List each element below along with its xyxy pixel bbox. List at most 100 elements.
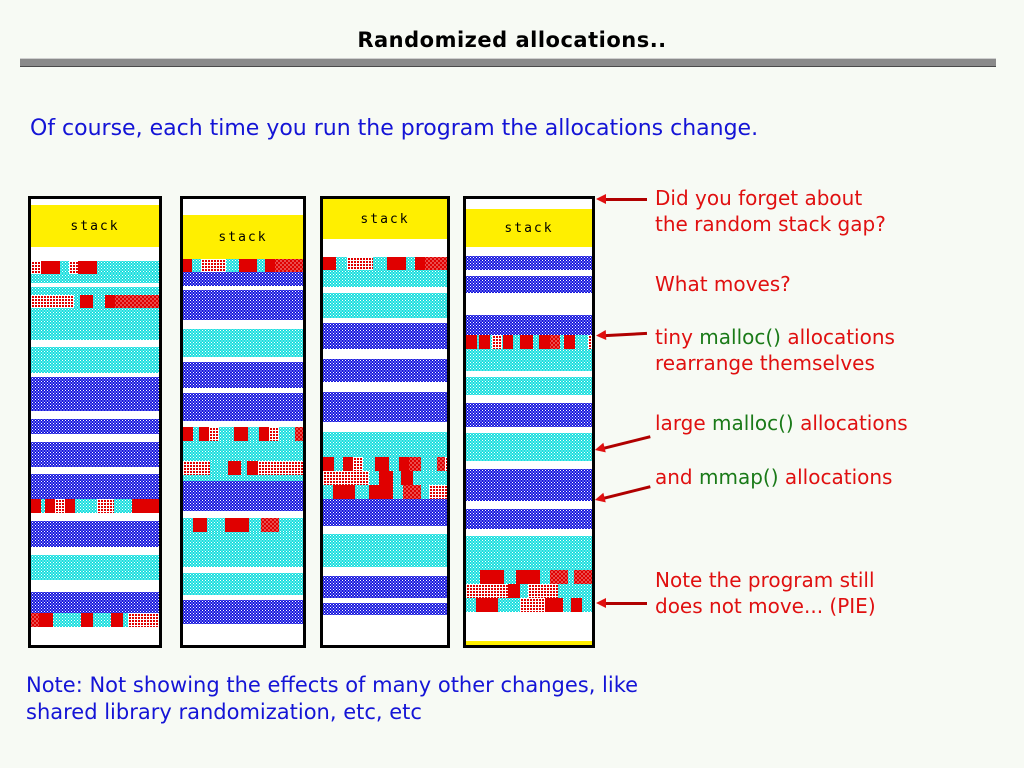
memory-band-white: [323, 598, 447, 603]
allocation-chunk: [69, 261, 78, 274]
memory-band-cyan: [466, 377, 592, 395]
allocation-chunk: [183, 461, 210, 475]
allocation-chunk: [45, 499, 55, 513]
allocation-chunk: [529, 598, 545, 612]
annotation-tiny-malloc-post: allocations: [780, 325, 895, 349]
allocation-chunk: [78, 261, 87, 274]
memory-band-white: [31, 247, 159, 261]
memory-band-white: [31, 547, 159, 555]
allocation-chunk: [379, 471, 393, 485]
allocation-chunk: [415, 257, 425, 270]
memory-band-white: [323, 422, 447, 432]
memory-band-chunkrow: [323, 257, 447, 270]
allocation-chunk: [323, 457, 334, 471]
memory-band-white: [31, 373, 159, 377]
memory-band-blue: [466, 509, 592, 529]
memory-band-cyan: [466, 433, 592, 461]
memory-band-white: [323, 239, 447, 257]
allocation-chunk: [375, 457, 389, 471]
memory-band-white: [31, 580, 159, 592]
annotation-tiny-malloc-fn: malloc(): [699, 325, 781, 349]
annotation-stack-gap-line2: the random stack gap?: [655, 211, 886, 236]
memory-band-white: [466, 529, 592, 536]
memory-band-cyan: [183, 475, 303, 481]
allocation-chunk: [261, 518, 279, 532]
allocation-chunk: [225, 518, 249, 532]
allocation-chunk: [425, 257, 447, 270]
memory-band-cyan: [183, 573, 303, 595]
memory-band-blue: [323, 603, 447, 615]
annotation-pie-note-line1: Note the program still: [655, 568, 875, 592]
allocation-chunk: [356, 257, 373, 270]
memory-band-blue: [466, 469, 592, 501]
memory-band-white: [466, 461, 592, 469]
memory-band-blue: [183, 600, 303, 624]
memory-band-stack: stack: [323, 199, 447, 239]
memory-band-white: [31, 411, 159, 419]
annotation-what-moves: What moves?: [655, 272, 791, 298]
memory-band-white: [323, 349, 447, 359]
memory-band-white: [183, 511, 303, 518]
memory-band-chunkrow: [183, 259, 303, 272]
allocation-chunk: [333, 485, 355, 499]
annotation-pie-note: Note the program still does not move... …: [655, 568, 876, 619]
annotation-large-malloc-fn: malloc(): [712, 411, 794, 435]
memory-band-chunkrow: [323, 457, 447, 471]
annotation-stack-gap: Did you forget about the random stack ga…: [655, 186, 886, 237]
memory-band-cyan: [31, 555, 159, 580]
memory-band-white: [466, 247, 592, 256]
memory-band-white: [466, 293, 592, 315]
arrow-tiny-malloc: [604, 331, 648, 338]
memory-band-blue: [183, 272, 303, 286]
allocation-chunk: [201, 259, 210, 272]
annotation-large-malloc: large malloc() allocations: [655, 411, 908, 437]
allocation-chunk: [409, 457, 421, 471]
allocation-chunk: [387, 257, 406, 270]
memory-band-cyan: [323, 270, 447, 287]
memory-column-run-4: stackprogram: [463, 196, 595, 648]
allocation-chunk: [466, 584, 508, 598]
memory-band-blue: [183, 393, 303, 421]
memory-band-cyan: [323, 534, 447, 567]
annotation-large-malloc-post: allocations: [793, 411, 908, 435]
allocation-chunk: [445, 457, 447, 471]
allocation-chunk: [429, 485, 447, 499]
allocation-chunk: [183, 427, 193, 441]
allocation-chunk: [259, 427, 269, 441]
memory-band-cyan: [183, 329, 303, 357]
memory-band-cyan: [31, 287, 159, 295]
allocation-chunk: [144, 499, 154, 513]
allocation-chunk: [480, 570, 504, 584]
memory-band-white: [183, 199, 303, 215]
allocation-chunk: [228, 461, 241, 475]
allocation-chunk: [516, 570, 540, 584]
annotation-mmap-line1: and mmap() allocations: [655, 465, 892, 491]
annotation-what-moves-line1: What moves?: [655, 272, 791, 296]
memory-band-cyan: [466, 349, 592, 371]
annotation-mmap: and mmap() allocations: [655, 465, 892, 491]
memory-band-cyan: [31, 347, 159, 373]
allocation-chunk: [437, 457, 445, 471]
memory-band-white: [323, 526, 447, 534]
memory-band-chunkrow: [31, 613, 159, 627]
allocation-chunk: [81, 613, 93, 627]
memory-band-blue: [466, 276, 592, 293]
memory-band-white: [323, 318, 447, 323]
allocation-chunk: [50, 261, 60, 274]
footnote-line1: Note: Not showing the effects of many ot…: [26, 673, 639, 697]
memory-band-white: [183, 567, 303, 573]
allocation-chunk: [111, 613, 123, 627]
memory-band-chunkrow: [183, 427, 303, 441]
memory-band-white: [31, 340, 159, 347]
allocation-chunk: [479, 335, 490, 349]
annotation-tiny-malloc-line2: rearrange themselves: [655, 350, 875, 375]
allocation-chunk: [258, 461, 303, 475]
memory-band-blue: [466, 315, 592, 335]
allocation-chunk: [503, 335, 513, 349]
stack-label: stack: [70, 218, 120, 234]
annotation-stack-gap-line1: Did you forget about: [655, 186, 863, 210]
allocation-chunk: [275, 259, 303, 272]
allocation-chunk: [80, 295, 93, 308]
memory-band-stack: stack: [31, 205, 159, 247]
memory-band-cyan: [323, 293, 447, 318]
